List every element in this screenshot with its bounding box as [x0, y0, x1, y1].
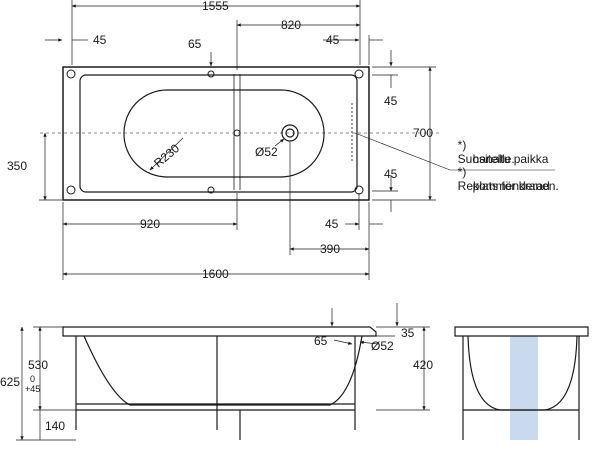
- leg-post-tl: [66, 69, 76, 79]
- dim-left-margin: 45: [93, 33, 107, 47]
- dim-side-bottom: 45: [384, 167, 398, 181]
- dim-side-top: 45: [384, 94, 398, 108]
- end-rim: [454, 326, 589, 337]
- dim-overall-top: 1555: [202, 0, 229, 13]
- frame-bolt-2: [207, 186, 215, 194]
- dim-h-530: 530: [28, 358, 48, 372]
- dim-overflow-pos: 65: [188, 37, 202, 51]
- dim-overall-bottom: 1600: [202, 267, 229, 281]
- dim-left-height: 350: [7, 159, 27, 173]
- dim-drain-52: Ø52: [371, 339, 394, 353]
- dim-left-center: 920: [140, 217, 160, 231]
- note-fi: *) Suositeltu paikka: [451, 124, 549, 166]
- side-view-dims: [16, 303, 430, 441]
- dim-tol-zero: 0: [30, 374, 35, 384]
- dim-drain-edge: 390: [320, 242, 340, 256]
- dim-rim-35: 35: [401, 326, 415, 340]
- dim-overflow-65: 65: [314, 334, 328, 348]
- dim-center-right: 820: [281, 18, 301, 32]
- drain-inner: [285, 128, 295, 138]
- dim-h-140: 140: [45, 419, 65, 433]
- dim-right-420: 420: [413, 358, 433, 372]
- top-view-dims: [39, 0, 436, 280]
- drain-outer: [281, 124, 299, 142]
- dim-right-inner: 45: [325, 217, 339, 231]
- dim-height-total: 700: [413, 126, 433, 140]
- top-view: [40, 66, 555, 201]
- leg-post-bl: [66, 185, 76, 195]
- note-sv-2: plats för kranen.: [466, 165, 559, 193]
- note-fi-2: hanalle.: [466, 138, 515, 166]
- dim-right-margin: 45: [326, 33, 340, 47]
- tub-inner-rim: [79, 74, 358, 193]
- note-sv: *) Rekommenderad: [451, 151, 550, 193]
- end-view: [454, 326, 589, 440]
- leg-post-tr: [354, 69, 364, 79]
- frame-bolt-1: [207, 70, 215, 78]
- note-fi-text: Suositeltu paikka: [457, 152, 549, 166]
- dim-drain-dia: Ø52: [255, 145, 278, 159]
- note-fi-text-2: hanalle.: [472, 152, 515, 166]
- side-view: [62, 326, 377, 440]
- end-panel: [510, 336, 538, 440]
- note-leader: [354, 132, 451, 171]
- tub-outer-rim: [62, 66, 370, 201]
- dim-tol-plus: +45: [25, 384, 40, 394]
- note-sv-text-2: plats för kranen.: [472, 179, 559, 193]
- basin-outline: [123, 89, 325, 178]
- note-sv-text: Rekommenderad: [457, 179, 550, 193]
- dim-radius: R230: [151, 141, 182, 170]
- note-sv-mark: *): [457, 165, 467, 179]
- note-fi-mark: *): [457, 138, 467, 152]
- side-rim: [62, 326, 377, 337]
- dim-h-625: 625: [0, 375, 20, 389]
